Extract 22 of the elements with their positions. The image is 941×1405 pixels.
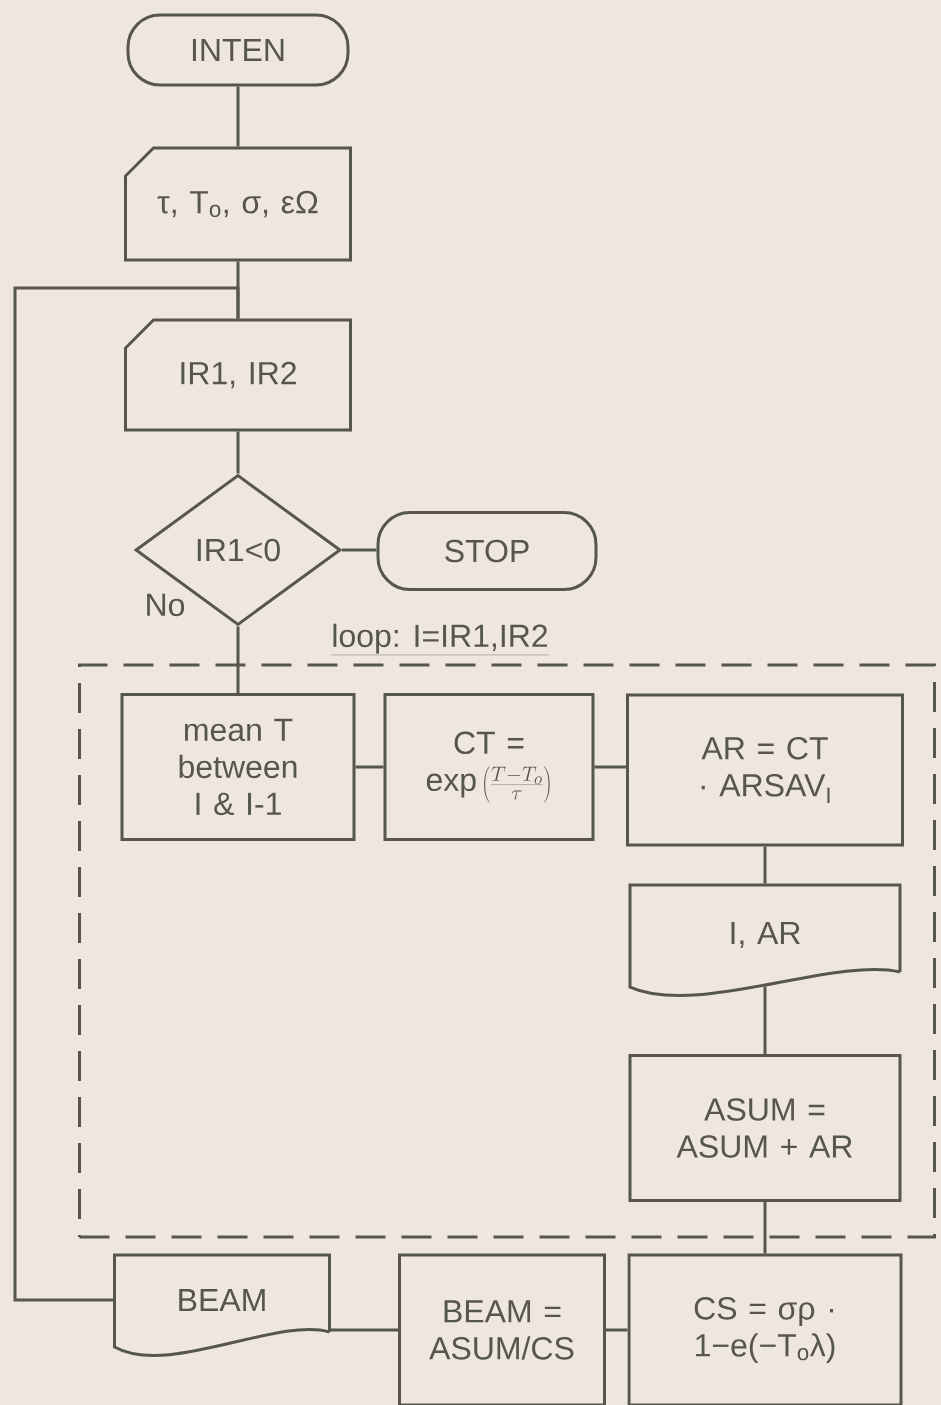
process-box: mean T between I & I-1	[120, 693, 356, 841]
connector-line	[594, 765, 626, 769]
connector-line	[236, 626, 240, 693]
input-card: IR1, IR2	[124, 318, 352, 432]
process-box: ASUM = ASUM + AR	[628, 1054, 902, 1202]
connector-line	[763, 846, 767, 884]
output-document: I, AR	[628, 883, 902, 997]
connector-line	[355, 765, 384, 769]
process-box: BEAM = ASUM/CS	[398, 1253, 606, 1405]
output-document: BEAM	[113, 1253, 331, 1357]
connector-line	[606, 1328, 628, 1332]
process-box: CS = σρ · 1−e(−T$_{o}$λ)	[627, 1253, 903, 1405]
connector-line	[13, 286, 240, 1302]
connector-line	[236, 431, 240, 474]
connector-line	[763, 1202, 767, 1254]
connector-line	[331, 1328, 398, 1332]
connector-line	[342, 548, 377, 552]
connector-line	[763, 986, 767, 1054]
process-box: CT = $\exp\left(\frac{T-T_o}{\tau}\right)$	[383, 693, 595, 841]
process-box: AR = CT · ARSAV$_{I}$	[626, 693, 904, 847]
input-card: τ, T$_{o}$, σ, εΩ	[124, 146, 352, 262]
connector-line	[236, 86, 240, 147]
